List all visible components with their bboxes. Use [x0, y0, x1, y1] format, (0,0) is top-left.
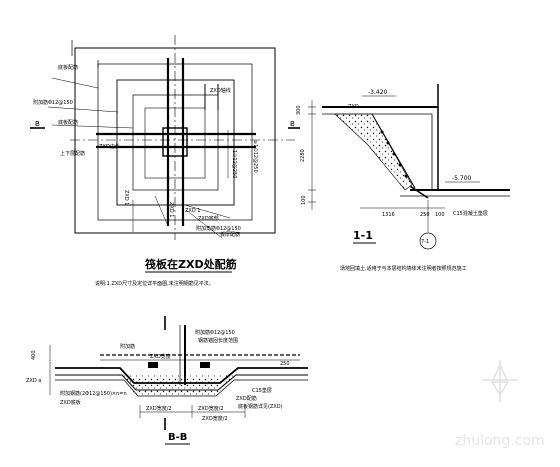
bb-label-2: 附加筋Φ12@150 [195, 329, 235, 336]
bb-dim-zxd-a: ZXD a [26, 378, 41, 384]
dim-2280: 2280 [300, 149, 306, 162]
bb-label-6: ZXD底板 [60, 399, 81, 406]
section-mark-right: B [290, 120, 295, 128]
plan-label-9: 附加角筋Φ12@150 [196, 225, 241, 232]
bb-label-3: 钢筋锚固长度范围 [198, 337, 238, 344]
section-1-1-title: 1-1 [353, 229, 373, 242]
bb-label-5: C15垫层 [252, 387, 272, 394]
section-1-1: 300 2280 100 1316 250 100 -3.420 -5.700 … [296, 84, 510, 272]
dim-300: 300 [296, 105, 302, 115]
plan-label-7: ZXD边长 [99, 143, 120, 150]
zxd-axis-label: ZXD轴线 [210, 87, 231, 94]
elevation-bottom: -5.700 [452, 175, 472, 182]
bb-dim-half-2: ZXD宽度/2 [198, 405, 224, 412]
plan-label-2: 附加筋Φ12@150 [33, 99, 73, 106]
dim-1316: 1316 [382, 212, 395, 218]
section-b-b-title: B-B [168, 432, 187, 443]
plan-label-3: 底板配筋 [58, 119, 78, 126]
dim-100b: 100 [435, 212, 445, 218]
bb-dim-width: ZXD宽度 [150, 353, 171, 360]
bb-dim-250: 250 [280, 361, 290, 367]
bb-dim-half-3: ZXD宽度/2 [202, 415, 228, 422]
plan-label-5: 1∅12@250 [231, 150, 237, 178]
plan-label-6: ≥1∅12@250 [252, 140, 258, 173]
dim-100: 100 [301, 195, 307, 205]
bb-label-7: ZXD配筋 [236, 395, 257, 402]
watermark: zhulong.com [455, 360, 545, 449]
plan-title: 筏板在ZXD处配筋 [145, 257, 237, 271]
slope-rebar [380, 130, 408, 178]
plan-label-4: 上下层配筋 [60, 150, 85, 157]
plan-label-10: 板厚配筋 [220, 231, 240, 238]
bb-label-1: 附加筋 [120, 343, 135, 350]
detail-marker: 7-1 [421, 239, 429, 245]
zxd-dim-1: ZXD 1 [185, 208, 200, 214]
dim-250: 250 [420, 212, 430, 218]
zxd-dim-3: ZXD 1 [168, 202, 174, 217]
c15-label: C15混凝土垫层 [453, 210, 488, 217]
plan-label-8: ZXD底部 [198, 215, 219, 222]
section-1-1-note: 场地回填土,适用于与本层结构墙体未注明者按照规范施工 [340, 265, 467, 272]
zxd-label-1-1: ZXD [348, 104, 359, 110]
plan-view: B B 底板配筋 附加筋Φ12@150 底板配筋 上下层配筋 ZXD轴线 1∅1… [30, 35, 300, 287]
watermark-text: zhulong.com [455, 433, 545, 449]
elevation-top: -3.420 [368, 89, 388, 96]
plan-label-1: 底板配筋 [58, 64, 78, 71]
zxd-dim-2: ZXD 1 [123, 190, 129, 205]
watermark-logo [482, 360, 518, 402]
bb-dim-half-1: ZXD宽度/2 [146, 405, 172, 412]
bb-label-4: 附加钢筋(2Φ12@150)×n=n [60, 390, 127, 397]
bb-dim-400: 400 [31, 350, 37, 360]
section-mark-left: B [35, 120, 40, 128]
plan-note: 说明:1.ZXD尺寸及定位详平面图,未注明钢筋见平法。 [95, 280, 214, 287]
section-b-b: 400 ZXD a 附加筋 附加筋Φ12@150 钢筋锚固长度范围 附加钢筋(2… [26, 316, 308, 445]
bb-label-8: 底板钢筋详见(ZXD) [238, 403, 283, 410]
